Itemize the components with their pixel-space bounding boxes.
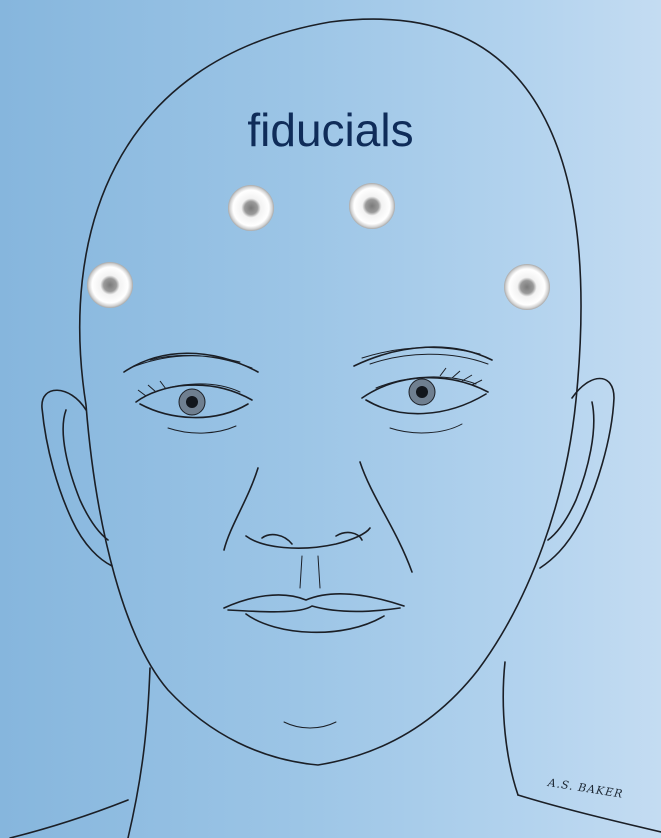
ear-left [42, 390, 112, 566]
eye-right-iris-group [409, 379, 435, 405]
philtrum [300, 556, 320, 588]
lip-line [228, 606, 400, 612]
ear-right-inner [548, 402, 594, 540]
fiducial-temple-right [504, 264, 550, 310]
eyelashes-right [440, 368, 482, 385]
neck-left [128, 668, 150, 838]
eyebrow-left-strokes [130, 355, 252, 368]
nostril-right [336, 533, 362, 540]
eye-left-iris-group [179, 389, 205, 415]
fiducial-forehead-right [349, 183, 395, 229]
fiducial-temple-left [87, 262, 133, 308]
under-eye-right [390, 424, 462, 433]
fiducial-forehead-left [228, 185, 274, 231]
nose-right-side [360, 462, 412, 572]
diagram-title: fiducials [0, 100, 661, 160]
under-eye-left [168, 426, 236, 433]
neck-right [503, 662, 518, 795]
pupil-right [416, 386, 428, 398]
eyebrow-right [354, 347, 492, 366]
nose-tip [246, 528, 370, 548]
shoulder-right [518, 795, 661, 832]
pupil-left [186, 396, 198, 408]
nostril-left [262, 535, 292, 544]
lip-lower [246, 614, 384, 632]
nose-left-side [224, 468, 258, 550]
shoulder-left [10, 800, 128, 838]
chin-line [284, 722, 336, 728]
ear-right [540, 379, 614, 569]
